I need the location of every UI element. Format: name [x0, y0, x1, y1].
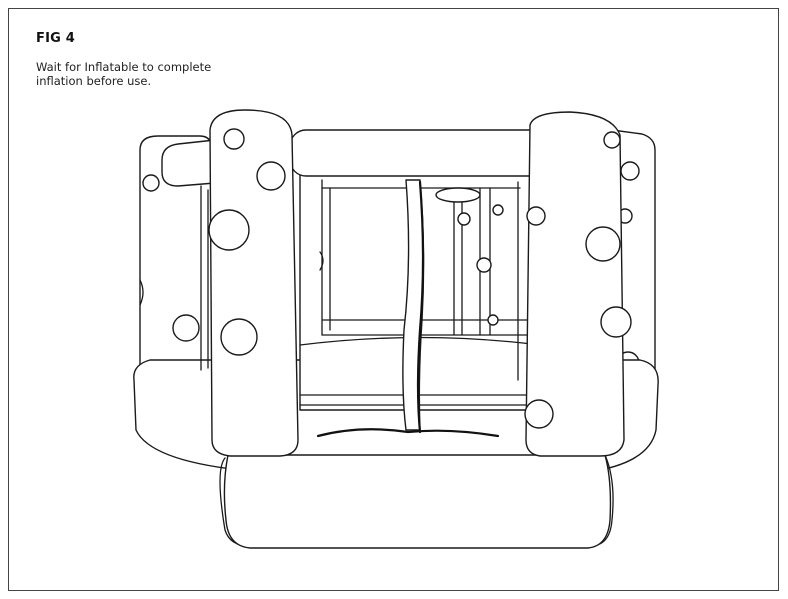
floor-seam	[316, 428, 500, 438]
front-bumper	[223, 454, 612, 549]
center-strip	[402, 179, 425, 434]
left-side-wall	[200, 185, 209, 371]
left-top-connector	[161, 139, 216, 187]
top-front-beam	[289, 129, 546, 177]
front-right-tower	[524, 111, 632, 457]
figure-caption: Wait for Inflatable to complete inflatio…	[36, 60, 212, 88]
front-left-tower	[172, 109, 299, 457]
figure-frame	[8, 8, 779, 591]
figure-label: FIG 4	[36, 31, 75, 46]
basketball-hoop	[319, 187, 504, 336]
